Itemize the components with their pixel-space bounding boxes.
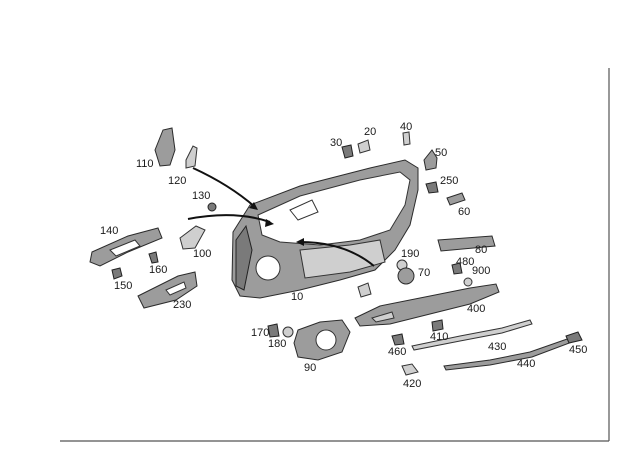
part-weatherstrip-430 [411,319,533,351]
callout-130: 130 [192,190,210,202]
callout-160: 160 [149,264,167,276]
callout-110: 110 [136,158,154,170]
part-seal-440 [443,337,573,371]
callout-190: 190 [401,248,419,260]
part-washer-480 [463,277,473,287]
part-screw-250 [425,181,439,194]
part-bolt-30 [341,144,354,159]
callout-170: 170 [251,327,269,339]
callout-40: 40 [400,121,412,133]
callout-470: 480 [456,256,474,268]
assembly-arrow-armrest [299,241,375,267]
callout-430: 430 [488,341,506,353]
callout-480: 900 [472,265,490,277]
part-armrest [354,283,500,327]
part-speaker-grille [293,319,351,361]
part-bracket-20 [357,139,371,154]
part-cover-cap [179,225,206,250]
callout-140: 140 [100,225,118,237]
callout-410: 410 [430,331,448,343]
callout-10: 10 [291,291,303,303]
callout-60: 60 [458,206,470,218]
callout-450: 460 [388,346,406,358]
callout-100: 100 [193,248,211,260]
callout-180: 180 [268,338,286,350]
part-clip-150 [111,267,123,280]
part-bracket-420 [401,363,419,376]
callout-460: 450 [569,344,587,356]
part-speaker-cover-70 [397,267,415,285]
callout-440: 440 [517,358,535,370]
part-mirror-bracket [154,127,176,167]
part-latch-60 [446,192,466,206]
part-clip-470 [451,262,463,275]
assembly-arrow-cap-head [265,219,274,227]
part-hinge-50 [423,149,438,171]
assembly-arrow-cap [187,214,271,223]
part-handle-bracket [89,227,163,267]
callout-80: 80 [475,244,487,256]
callout-20: 20 [364,126,376,138]
part-screw-160 [148,251,159,264]
part-handle-trim [137,271,198,309]
part-screw-450 [391,333,405,346]
callout-150: 150 [114,280,132,292]
part-connector-900 [357,282,372,298]
assembly-arrow-mirror-head [249,202,258,210]
part-pin-40 [402,131,411,146]
part-screw-170 [267,323,280,338]
assembly-arrow-armrest-head [296,238,304,246]
part-switch-strip [437,235,496,252]
callout-30: 30 [330,137,342,149]
part-grommet [207,202,217,212]
assembly-arrow-mirror [192,167,256,208]
callout-230: 230 [173,299,191,311]
callout-250: 250 [440,175,458,187]
part-clip-410 [431,319,444,332]
callout-120: 120 [168,175,186,187]
callout-70: 70 [418,267,430,279]
callout-400: 400 [467,303,485,315]
part-mirror-trim [185,145,198,169]
part-clip-460 [565,331,583,344]
door-inner-panel [231,159,419,299]
part-washer-180 [282,326,294,338]
callout-90: 90 [304,362,316,374]
callout-50: 50 [435,147,447,159]
callout-420: 420 [403,378,421,390]
